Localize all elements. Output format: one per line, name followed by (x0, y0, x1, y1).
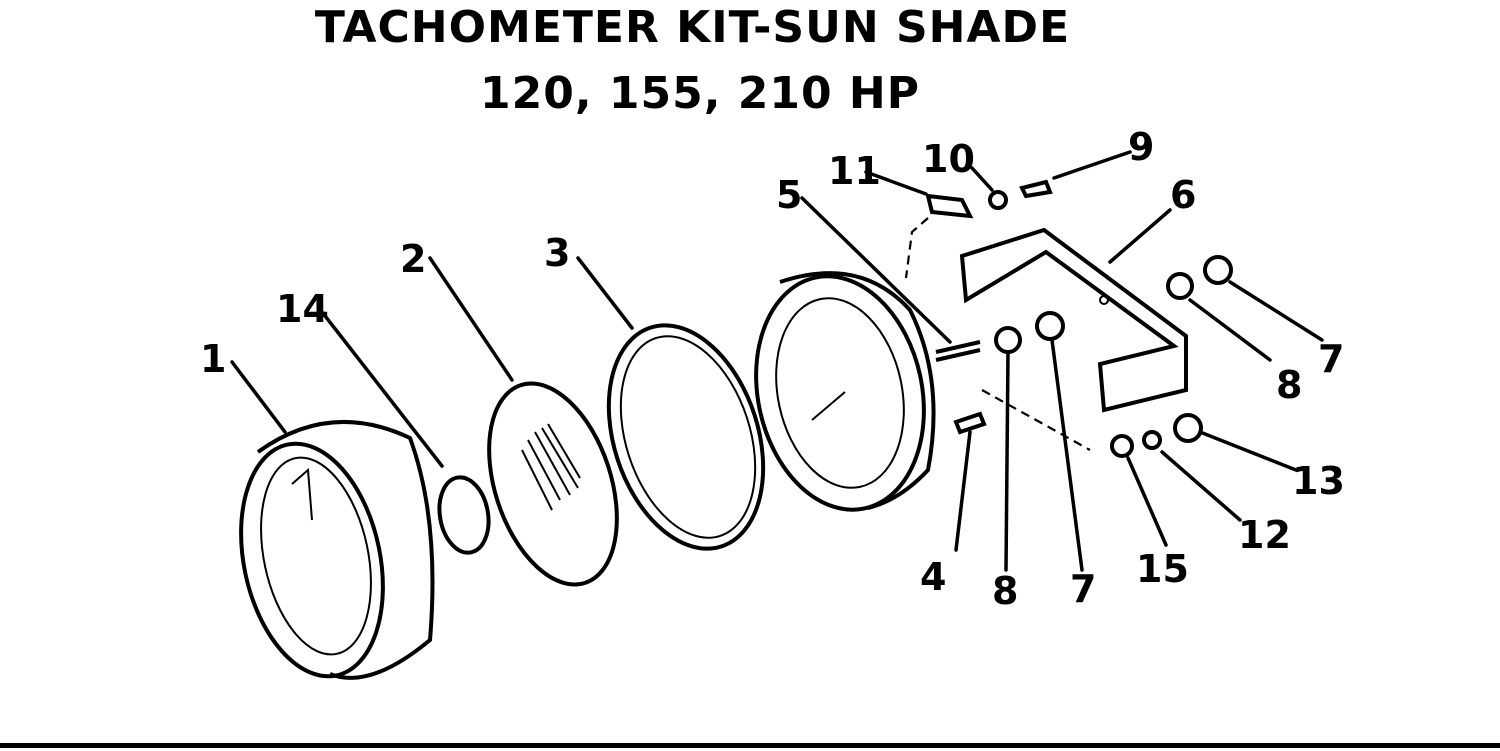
plate (925, 193, 974, 219)
callout-15: 15 (1136, 547, 1189, 591)
stud (935, 340, 981, 362)
callout-6: 6 (1170, 173, 1196, 217)
callout-8: 8 (1276, 363, 1302, 407)
bracket (959, 227, 1188, 413)
callout-11: 11 (828, 149, 881, 193)
washer (1110, 434, 1134, 458)
bottom-rule (0, 743, 1500, 748)
callout-3: 3 (544, 231, 570, 275)
screw (953, 411, 987, 435)
callout-14: 14 (276, 287, 329, 331)
lens (487, 381, 619, 587)
diagram-subtitle: 120, 155, 210 HP (480, 68, 920, 119)
washer (994, 326, 1022, 354)
callout-1: 1 (200, 337, 226, 381)
leader-lines (230, 150, 1324, 572)
nut (988, 190, 1008, 210)
callout-8-lower: 8 (992, 569, 1018, 613)
nut (1203, 255, 1233, 285)
gasket-ring (606, 323, 766, 551)
callout-4: 4 (920, 555, 946, 599)
tachometer-body (754, 271, 936, 512)
bracket-hole (1099, 295, 1109, 305)
callout-10: 10 (922, 137, 975, 181)
nut (1035, 311, 1065, 341)
callout-7: 7 (1318, 337, 1344, 381)
callout-5: 5 (776, 173, 802, 217)
sun-shade-housing (239, 419, 435, 680)
callout-13: 13 (1292, 459, 1345, 503)
screw (1019, 179, 1053, 199)
washer (1166, 272, 1194, 300)
callout-9: 9 (1128, 125, 1154, 169)
nut (1173, 413, 1203, 443)
callout-7-lower: 7 (1070, 567, 1096, 611)
diagram-title: TACHOMETER KIT-SUN SHADE (314, 2, 1071, 53)
lock-washer (1142, 430, 1162, 450)
callout-12: 12 (1238, 513, 1291, 557)
callout-2: 2 (400, 237, 426, 281)
small-ring (437, 475, 491, 555)
